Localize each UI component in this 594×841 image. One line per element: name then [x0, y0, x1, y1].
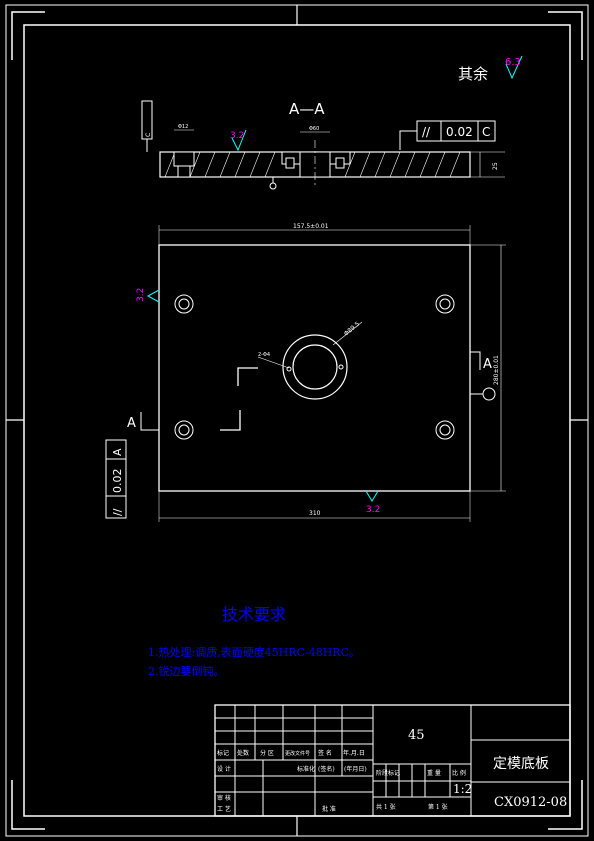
tech-line-1: 1.热处理:调质,表面硬度45HRC-48HRC。 — [148, 645, 360, 659]
sign-note: (签名) — [318, 765, 335, 773]
tech-title: 技术要求 — [222, 605, 286, 624]
datum-a-left: A — [127, 416, 136, 431]
section-dim-mid: Φ60 — [309, 126, 319, 132]
section-title: A—A — [289, 100, 325, 118]
left-roughness: 3.2 — [136, 288, 146, 302]
centering-marks — [6, 5, 588, 836]
tol-left-value: 0.02 — [111, 469, 124, 494]
header-3: 更改文件号 — [285, 750, 310, 757]
tol-left-datum: A — [111, 448, 124, 456]
inner-frame — [23, 24, 571, 817]
height-dim: 280±0.01 — [493, 355, 500, 385]
part-name: 定模底板 — [493, 756, 549, 772]
roughness-6.3-symbol: 6.3 — [505, 55, 523, 80]
plan-view: 157.5±0.01 310 280±0.01 Φ89.5 2-Φ4 A — [127, 223, 506, 522]
stage-header-0: 阶段标记 — [376, 769, 400, 777]
stage-header-1: 重 量 — [427, 769, 441, 777]
date-note: (年月日) — [344, 765, 367, 773]
title-block-text: 45 定模底板 CX0912-08 1:2 阶段标记 重 量 比 例 共 1 张… — [217, 728, 567, 813]
corner-marks — [11, 11, 583, 830]
section-c-label: C — [145, 133, 152, 137]
drawing-number: CX0912-08 — [494, 795, 567, 810]
roughness-6.3-value: 6.3 — [505, 57, 521, 68]
bottom-roughness: 3.2 — [366, 505, 380, 515]
scale: 1:2 — [453, 782, 472, 796]
tolerance-frame-left: A 0.02 // — [105, 439, 127, 519]
center-ring-inner — [292, 344, 338, 390]
tol-top-symbol: // — [422, 125, 431, 139]
title-block — [214, 704, 571, 817]
width-dim: 157.5±0.01 — [293, 223, 329, 230]
sheet-no: 第 1 张 — [428, 803, 448, 811]
corner-hole-tr — [435, 294, 455, 314]
hole-note: 2-Φ4 — [258, 352, 270, 358]
plate-outline — [158, 244, 471, 492]
section-view: Φ12 Φ60 25 C 3.2 — [141, 100, 505, 190]
corner-hole-bl — [174, 420, 194, 440]
header-0: 标记 — [217, 749, 229, 757]
datum-circle-right — [482, 387, 496, 401]
header-4: 签 名 — [318, 749, 332, 757]
header-5: 年.月.日 — [343, 749, 365, 757]
datum-a-right: A — [483, 357, 492, 372]
role-0: 设 计 — [217, 765, 231, 773]
other-roughness-label: 其余 — [458, 65, 488, 83]
center-ring-outer — [282, 334, 348, 400]
hole-dia-dim: Φ89.5 — [343, 320, 361, 337]
role-2: 工 艺 — [217, 805, 231, 813]
stage-header-2: 比 例 — [452, 769, 466, 777]
header-2: 分 区 — [260, 749, 274, 757]
role-1: 审 核 — [217, 794, 231, 802]
tolerance-frame-top: // 0.02 C — [399, 120, 496, 150]
tol-top-value: 0.02 — [446, 125, 473, 139]
tol-top-datum: C — [482, 125, 490, 139]
tol-left-symbol: // — [111, 508, 124, 516]
header-1: 处数 — [237, 749, 249, 757]
tech-line-2: 2.锐边要倒钝。 — [148, 664, 225, 678]
material: 45 — [408, 728, 425, 743]
corner-hole-tl — [174, 294, 194, 314]
bottom-width-dim: 310 — [309, 510, 321, 517]
datum-circle — [269, 182, 277, 190]
sheets-total: 共 1 张 — [376, 803, 396, 811]
std-label: 标准化 — [297, 765, 315, 773]
section-dim-top: Φ12 — [178, 124, 188, 130]
corner-hole-br — [435, 420, 455, 440]
section-thk-dim: 25 — [492, 162, 499, 170]
approve-label: 批 准 — [322, 805, 336, 813]
section-roughness: 3.2 — [230, 131, 244, 141]
